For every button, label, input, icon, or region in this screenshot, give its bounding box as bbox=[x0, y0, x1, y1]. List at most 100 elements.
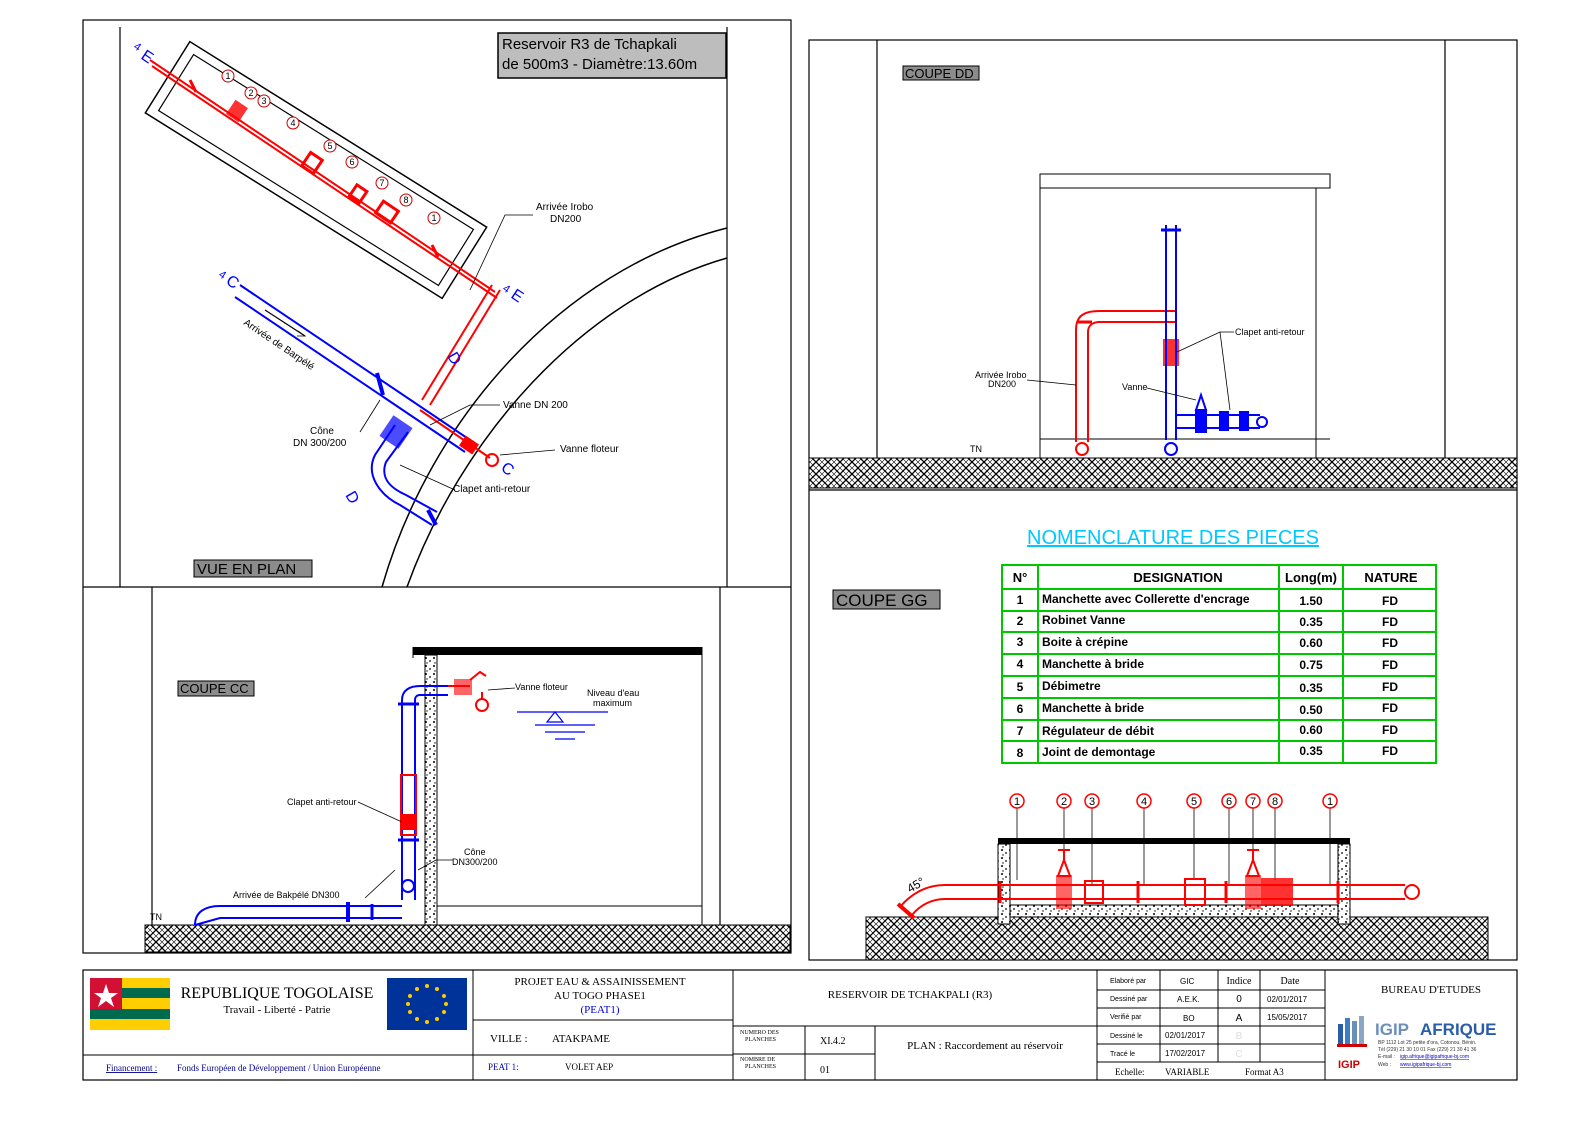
igip-text: IGIP bbox=[1375, 1020, 1409, 1039]
label-arrivee-irobo-dn: DN200 bbox=[550, 214, 582, 225]
svg-text:FD: FD bbox=[1382, 744, 1398, 758]
marker-4a: 4 bbox=[286, 116, 300, 130]
igip-contact: BP 1112 Lot 25 petite d'ora, Cotonou, Bé… bbox=[1378, 1040, 1477, 1068]
red-pipe-plan bbox=[149, 59, 501, 406]
gg-marker-1a: 1 bbox=[1009, 793, 1025, 809]
svg-text:FD: FD bbox=[1382, 615, 1398, 629]
svg-text:www.igipafrique-bj.com: www.igipafrique-bj.com bbox=[1400, 1062, 1451, 1068]
gg-markers: 1 2 3 4 5 6 7 8 1 bbox=[1009, 793, 1338, 809]
svg-text:1: 1 bbox=[431, 213, 436, 223]
svg-text:2: 2 bbox=[248, 88, 253, 98]
cc-blue-pipe bbox=[194, 685, 448, 926]
svg-text:A: A bbox=[1236, 1013, 1243, 1024]
indices: 0 A B C bbox=[1235, 994, 1242, 1060]
num-planches: XI.4.2 bbox=[820, 1036, 846, 1047]
blue-pipe-plan bbox=[234, 284, 471, 526]
marker-3a: 3 bbox=[257, 94, 271, 108]
svg-text:0.50: 0.50 bbox=[1299, 703, 1323, 717]
cc-label-vanne-floteur: Vanne floteur bbox=[515, 682, 568, 692]
cc-label-arrivee: Arrivée de Bakpélé DN300 bbox=[233, 890, 340, 900]
svg-text:02/01/2017: 02/01/2017 bbox=[1267, 995, 1308, 1004]
svg-text:15/05/2017: 15/05/2017 bbox=[1267, 1013, 1308, 1022]
num-planches-label2: PLANCHES bbox=[745, 1037, 776, 1043]
gg-marker-3: 3 bbox=[1084, 793, 1100, 809]
financement-text: Fonds Européen de Développement / Union … bbox=[177, 1063, 380, 1073]
marker-8a: 8 bbox=[399, 193, 413, 207]
svg-text:FD: FD bbox=[1382, 658, 1398, 672]
gg-marker-4: 4 bbox=[1136, 793, 1152, 809]
svg-text:Régulateur de débit: Régulateur de débit bbox=[1042, 724, 1154, 738]
cc-label-cone-dn: DN300/200 bbox=[452, 857, 498, 867]
marker-6a: 6 bbox=[345, 155, 359, 169]
coupe-cc-label: COUPE CC bbox=[180, 681, 249, 696]
cc-label-niveau-1: Niveau d'eau bbox=[587, 688, 639, 698]
section-4-c: 4 bbox=[216, 269, 228, 282]
svg-text:6: 6 bbox=[1226, 796, 1232, 808]
dd-label-clapet: Clapet anti-retour bbox=[1235, 327, 1305, 337]
svg-text:7: 7 bbox=[1017, 724, 1024, 738]
marker-7a: 7 bbox=[375, 176, 389, 190]
svg-text:Boite à crépine: Boite à crépine bbox=[1042, 635, 1128, 649]
coupe-gg: COUPE GG 1 2 3 4 5 6 7 8 1 bbox=[832, 589, 1489, 961]
gg-roof bbox=[998, 838, 1350, 844]
svg-text:0.35: 0.35 bbox=[1299, 615, 1323, 629]
section-4-top: 4 bbox=[131, 41, 143, 54]
svg-text:0: 0 bbox=[1236, 994, 1242, 1005]
plan-view: Reservoir R3 de Tchapkali de 500m3 - Dia… bbox=[131, 32, 728, 588]
svg-text:5: 5 bbox=[327, 141, 332, 151]
svg-text:1: 1 bbox=[225, 71, 230, 81]
volet-label: VOLET AEP bbox=[565, 1062, 613, 1072]
svg-text:17/02/2017: 17/02/2017 bbox=[1165, 1049, 1206, 1058]
cc-leaders bbox=[357, 687, 516, 899]
label-cone: Cône bbox=[310, 426, 334, 437]
cc-roof bbox=[413, 647, 702, 655]
svg-text:0.60: 0.60 bbox=[1299, 723, 1323, 737]
svg-text:0.60: 0.60 bbox=[1299, 636, 1323, 650]
echelle-label: Echelle: bbox=[1115, 1067, 1144, 1077]
dd-red-pipe bbox=[1075, 310, 1179, 456]
nomenclature-title: NOMENCLATURE DES PIECES bbox=[1027, 527, 1319, 549]
section-c-bottom: C bbox=[498, 459, 517, 480]
nomenclature: NOMENCLATURE DES PIECES N° DESIGNATION L… bbox=[1001, 527, 1437, 764]
marker-5a: 5 bbox=[323, 139, 337, 153]
svg-text:Débimetre: Débimetre bbox=[1042, 679, 1101, 693]
section-e-bottom: E bbox=[508, 286, 526, 306]
gg-marker-7: 7 bbox=[1245, 793, 1261, 809]
nomenclature-header: N° DESIGNATION Long(m) NATURE bbox=[1013, 570, 1418, 585]
cc-red-parts bbox=[400, 670, 489, 836]
cc-label-clapet: Clapet anti-retour bbox=[287, 797, 357, 807]
cc-label-tn: TN bbox=[150, 912, 162, 922]
svg-text:BP 1112 Lot 25 petite d'ora, C: BP 1112 Lot 25 petite d'ora, Cotonou, Bé… bbox=[1378, 1040, 1476, 1046]
section-e-top: E bbox=[138, 47, 156, 67]
svg-text:B: B bbox=[1236, 1031, 1243, 1042]
plan-title: PLAN : Raccordement au réservoir bbox=[907, 1040, 1063, 1052]
svg-text:FD: FD bbox=[1382, 594, 1398, 608]
cc-ground bbox=[144, 924, 791, 953]
format-value: Format A3 bbox=[1245, 1067, 1284, 1077]
svg-text:2: 2 bbox=[1061, 796, 1067, 808]
dd-blue-pipe bbox=[1161, 225, 1268, 456]
svg-text:Manchette à bride: Manchette à bride bbox=[1042, 657, 1144, 671]
dd-label-arrivee-1: Arrivée Irobo bbox=[975, 370, 1027, 380]
label-clapet: Clapet anti-retour bbox=[453, 484, 531, 495]
projet-line1: PROJET EAU & ASSAINISSEMENT bbox=[514, 976, 686, 988]
svg-text:7: 7 bbox=[379, 178, 384, 188]
dd-label-tn: TN bbox=[970, 444, 982, 454]
svg-text:A.E.K.: A.E.K. bbox=[1177, 995, 1200, 1004]
svg-text:8: 8 bbox=[403, 195, 408, 205]
coupe-gg-label: COUPE GG bbox=[836, 591, 928, 610]
plan-leaders bbox=[264, 214, 556, 491]
label-vanne-floteur: Vanne floteur bbox=[560, 444, 619, 455]
svg-text:Robinet Vanne: Robinet Vanne bbox=[1042, 613, 1126, 627]
peat-label: PEAT 1: bbox=[488, 1062, 519, 1072]
nb-planches-label2: PLANCHES bbox=[745, 1064, 776, 1070]
title-box bbox=[497, 32, 727, 79]
gg-ground bbox=[865, 916, 1489, 961]
gg-marker-2: 2 bbox=[1056, 793, 1072, 809]
republic-motto: Travail - Liberté - Patrie bbox=[223, 1004, 330, 1016]
